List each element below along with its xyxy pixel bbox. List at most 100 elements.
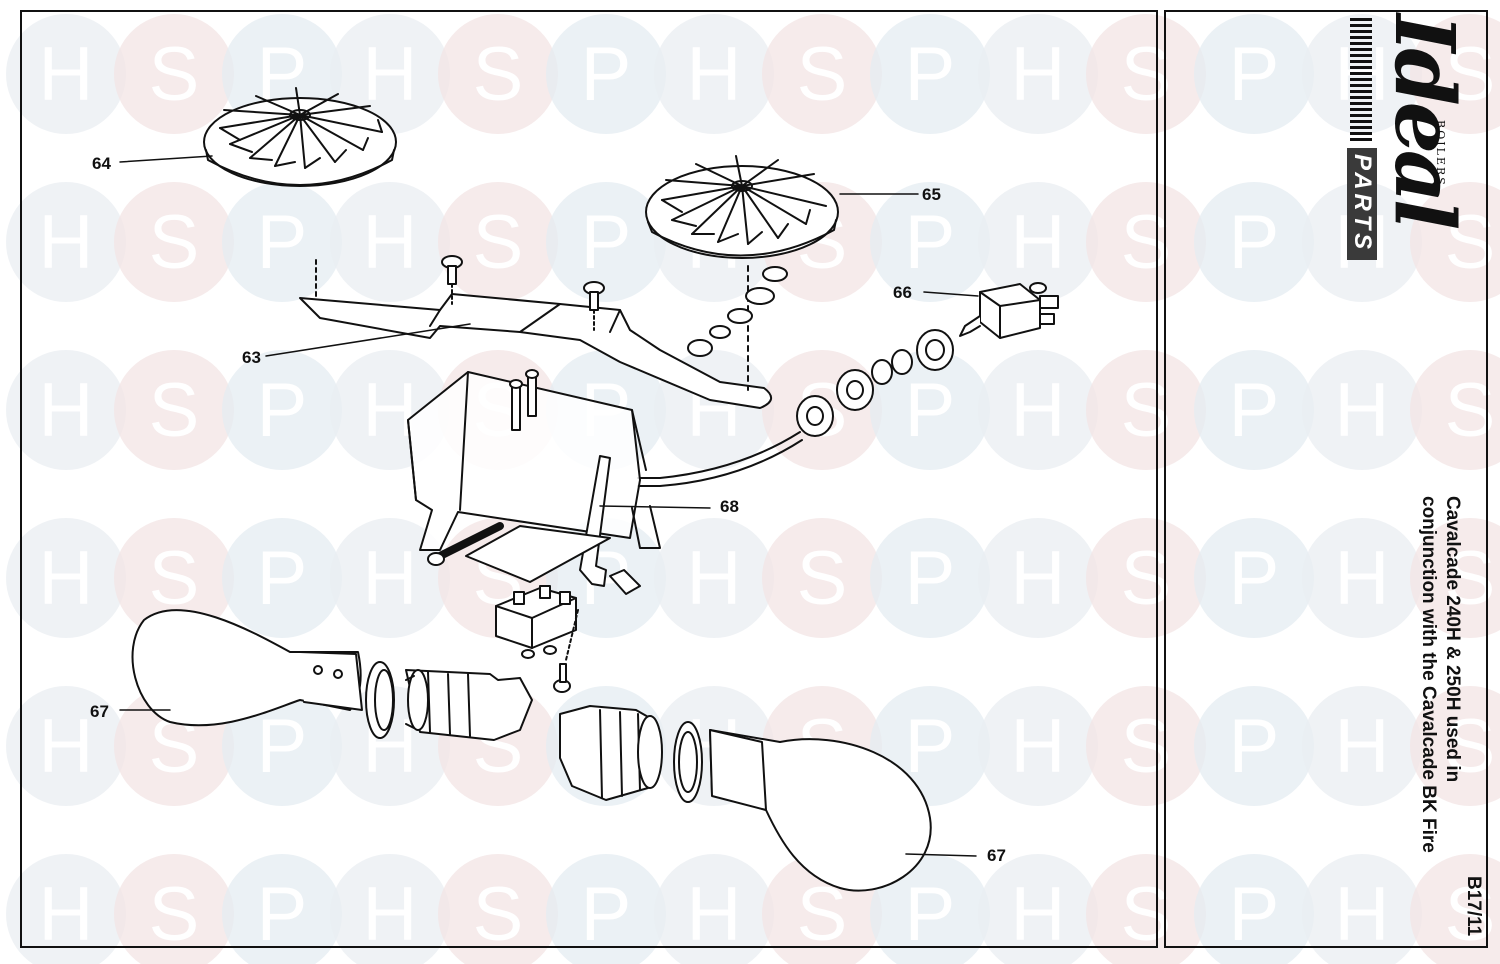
watermark-circle bbox=[1194, 182, 1314, 302]
fan-deflector-65 bbox=[645, 155, 839, 259]
watermark-letter: P bbox=[257, 704, 308, 789]
watermark-circle bbox=[438, 14, 558, 134]
lamp-holder-right bbox=[559, 705, 663, 801]
watermark-circle bbox=[1086, 854, 1206, 964]
title-line-1: Cavalcade 240H & 250H used in bbox=[1442, 496, 1463, 783]
watermark-letter: S bbox=[473, 32, 524, 117]
watermark-letter: H bbox=[1011, 200, 1066, 285]
watermark-letter: P bbox=[257, 536, 308, 621]
watermark-letter: H bbox=[1011, 32, 1066, 117]
watermark-circle bbox=[222, 854, 342, 964]
watermark-letter: H bbox=[363, 536, 418, 621]
leader-lines bbox=[119, 155, 979, 857]
watermark-circle bbox=[1086, 518, 1206, 638]
watermark-circle bbox=[438, 854, 558, 964]
watermark-circle bbox=[870, 14, 990, 134]
brand-parts-badge: PARTS bbox=[1347, 148, 1377, 260]
watermark-circle bbox=[1194, 686, 1314, 806]
watermark-letter: H bbox=[1011, 536, 1066, 621]
watermark-circle bbox=[1410, 350, 1500, 470]
watermark-letter: P bbox=[1229, 200, 1280, 285]
watermark-letter: H bbox=[1011, 704, 1066, 789]
watermark-circle bbox=[1410, 686, 1500, 806]
watermark-letter: H bbox=[39, 368, 94, 453]
watermark-circle bbox=[330, 854, 450, 964]
watermark-letter: P bbox=[1229, 368, 1280, 453]
fan-deflector-64 bbox=[203, 87, 397, 187]
watermark-circle bbox=[870, 350, 990, 470]
watermark-circle bbox=[1086, 686, 1206, 806]
watermark-letter: H bbox=[363, 872, 418, 957]
watermark-circle bbox=[654, 518, 774, 638]
pilot-tube bbox=[637, 431, 801, 479]
watermark-letter: H bbox=[39, 536, 94, 621]
watermark-circle bbox=[6, 518, 126, 638]
watermark-letter: P bbox=[905, 536, 956, 621]
watermark-letter: S bbox=[149, 32, 200, 117]
watermark-circle bbox=[1410, 14, 1500, 134]
watermark-circle bbox=[222, 350, 342, 470]
gas-valve-66 bbox=[959, 282, 1059, 339]
diagram-frame bbox=[20, 10, 1158, 948]
watermark-letter: P bbox=[1229, 536, 1280, 621]
watermark-circle bbox=[1194, 854, 1314, 964]
callout-65: 65 bbox=[922, 185, 941, 204]
watermark-letter: S bbox=[797, 32, 848, 117]
watermark-letter: H bbox=[1335, 872, 1390, 957]
diagram-title: Cavalcade 240H & 250H used in conjunctio… bbox=[1400, 496, 1464, 944]
watermark-circle bbox=[1410, 518, 1500, 638]
compression-fittings bbox=[796, 329, 954, 437]
watermark-circle bbox=[870, 518, 990, 638]
watermark-circle bbox=[1302, 854, 1422, 964]
callout-64: 64 bbox=[92, 154, 111, 173]
watermark-letter: H bbox=[39, 32, 94, 117]
watermark-circle bbox=[1194, 350, 1314, 470]
watermark-letter: P bbox=[905, 872, 956, 957]
watermark-letter: H bbox=[39, 200, 94, 285]
watermark-letter: H bbox=[1335, 536, 1390, 621]
watermark-letter: P bbox=[581, 200, 632, 285]
watermark-letter: P bbox=[1229, 872, 1280, 957]
lamp-bulb-67-right bbox=[673, 721, 932, 892]
watermark-circle bbox=[6, 854, 126, 964]
watermark-letter: P bbox=[905, 32, 956, 117]
watermark-letter: P bbox=[257, 200, 308, 285]
watermark-circle bbox=[330, 14, 450, 134]
watermark-letter: H bbox=[687, 872, 742, 957]
watermark-letter: H bbox=[1011, 368, 1066, 453]
watermark-letter: P bbox=[905, 200, 956, 285]
diagram-code: B17/11 bbox=[1463, 876, 1484, 937]
exploded-parts-diagram bbox=[119, 87, 1059, 892]
watermark-circle bbox=[1302, 350, 1422, 470]
watermark-letter: P bbox=[257, 368, 308, 453]
watermark-circle bbox=[1194, 14, 1314, 134]
title-panel bbox=[1164, 10, 1488, 948]
callout-66: 66 bbox=[893, 283, 912, 302]
watermark-circle bbox=[978, 350, 1098, 470]
watermark-letter: S bbox=[473, 872, 524, 957]
watermark-circle bbox=[1410, 854, 1500, 964]
watermark-letter: H bbox=[687, 32, 742, 117]
watermark-circle bbox=[1086, 350, 1206, 470]
watermark-circle bbox=[114, 518, 234, 638]
watermark-circle bbox=[870, 182, 990, 302]
watermark-letter: P bbox=[581, 872, 632, 957]
watermark-circle bbox=[1086, 14, 1206, 134]
watermark-letter: S bbox=[1121, 200, 1172, 285]
watermark-circle bbox=[6, 182, 126, 302]
fitting-stack bbox=[687, 266, 788, 357]
watermark-circle bbox=[978, 518, 1098, 638]
watermark-circle bbox=[438, 182, 558, 302]
terminal-block bbox=[495, 585, 579, 693]
watermark-circle bbox=[1086, 182, 1206, 302]
watermark-letter: P bbox=[257, 872, 308, 957]
housing-68 bbox=[407, 369, 661, 595]
watermark-letter: S bbox=[149, 536, 200, 621]
watermark-circle bbox=[978, 14, 1098, 134]
watermark-circle bbox=[1302, 686, 1422, 806]
callout-67-left: 67 bbox=[90, 702, 109, 721]
watermark-circle bbox=[546, 14, 666, 134]
watermark-letter: H bbox=[1011, 872, 1066, 957]
watermark-circle bbox=[330, 182, 450, 302]
watermark-circle bbox=[1194, 518, 1314, 638]
